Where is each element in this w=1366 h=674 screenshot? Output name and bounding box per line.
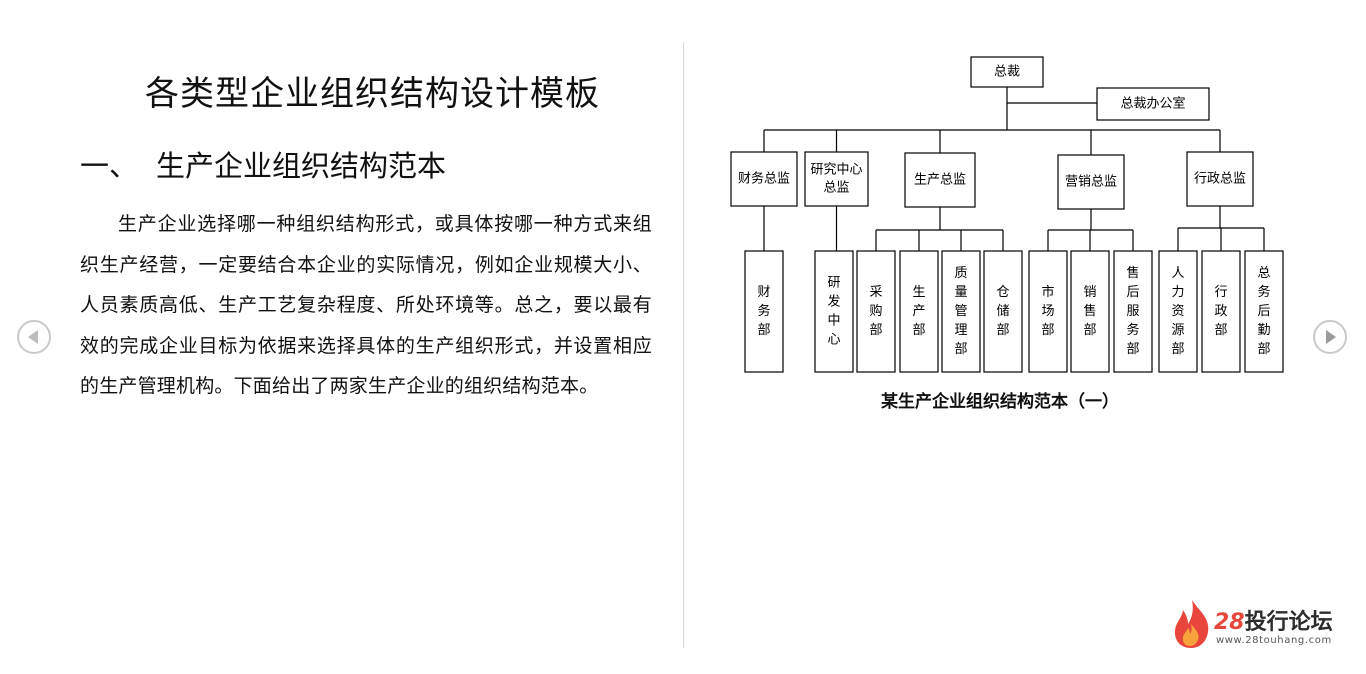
org-department-label: 部 xyxy=(1083,323,1096,338)
section-title: 生产企业组织结构范本 xyxy=(156,149,447,183)
org-department-label: 生 xyxy=(912,285,925,300)
org-director-box xyxy=(804,151,869,207)
page-divider xyxy=(683,42,684,648)
org-department-label: 产 xyxy=(912,304,925,319)
org-director-label: 财务总监 xyxy=(738,171,790,187)
org-department-label: 售 xyxy=(1083,303,1096,319)
org-office-label: 总裁办公室 xyxy=(1120,96,1185,112)
org-department-box xyxy=(899,250,939,373)
next-page-button[interactable] xyxy=(1313,320,1347,354)
org-department-label: 仓 xyxy=(996,285,1009,300)
org-director-label: 生产总监 xyxy=(914,173,966,188)
prev-page-button[interactable] xyxy=(17,320,51,354)
org-department-label: 场 xyxy=(1041,304,1054,319)
org-department-label: 购 xyxy=(869,303,882,319)
org-root-label: 总裁 xyxy=(994,64,1020,80)
org-department-label: 资 xyxy=(1171,304,1184,319)
document-title: 各类型企业组织结构设计模板 xyxy=(145,74,600,114)
org-department-label: 部 xyxy=(996,323,1009,338)
org-department-box xyxy=(856,250,896,373)
org-department-label: 售 xyxy=(1126,265,1139,281)
org-director-label: 营销总监 xyxy=(1065,175,1117,190)
org-department-label: 后 xyxy=(1257,304,1270,319)
document-page: 各类型企业组织结构设计模板 一、生产企业组织结构范本 生产企业选择哪一种组织结构… xyxy=(80,74,652,397)
org-department-label: 人 xyxy=(1171,266,1184,281)
org-department-label: 部 xyxy=(1041,323,1054,338)
org-department-label: 采 xyxy=(869,285,882,300)
org-department-label: 质 xyxy=(954,266,967,281)
chevron-right-icon xyxy=(1326,330,1336,344)
org-director-box xyxy=(904,152,976,208)
org-department-label: 政 xyxy=(1214,304,1227,319)
body-paragraph: 生产企业选择哪一种组织结构形式，或具体按哪一种方式来组织生产经营，一定要结合本企… xyxy=(80,213,652,397)
org-department-label: 务 xyxy=(1257,284,1270,300)
org-office-box xyxy=(1096,87,1210,121)
org-department-label: 中 xyxy=(827,314,840,329)
org-department-label: 研 xyxy=(827,276,840,291)
org-department-label: 部 xyxy=(757,323,770,338)
org-department-box xyxy=(814,250,854,373)
org-department-box xyxy=(744,250,784,373)
org-department-label: 销 xyxy=(1083,285,1096,300)
org-chart: 总裁总裁办公室财务总监研究中心总监生产总监营销总监行政总监财务部研发中心采购部生… xyxy=(730,56,1284,373)
org-department-label: 部 xyxy=(1171,342,1184,357)
flame-icon xyxy=(1174,600,1209,648)
org-department-label: 服 xyxy=(1126,304,1139,319)
org-department-label: 市 xyxy=(1041,284,1054,300)
org-department-label: 总 xyxy=(1257,266,1270,281)
org-department-box xyxy=(1201,250,1241,373)
org-director-box xyxy=(1186,151,1254,207)
org-department-box xyxy=(1158,250,1198,373)
org-department-box xyxy=(983,250,1023,373)
org-director-label: 总监 xyxy=(823,181,849,196)
org-department-label: 储 xyxy=(996,304,1009,319)
org-department-label: 力 xyxy=(1171,285,1184,300)
org-director-label: 研究中心 xyxy=(810,163,862,178)
watermark-url: www.28touhang.com xyxy=(1216,635,1332,646)
section-number: 一、 xyxy=(80,149,139,183)
org-department-label: 量 xyxy=(954,285,967,300)
org-department-box xyxy=(1028,250,1068,373)
watermark-brand: 28投行论坛 xyxy=(1214,610,1333,635)
org-department-label: 部 xyxy=(869,323,882,338)
org-department-box xyxy=(1070,250,1110,373)
org-department-label: 后 xyxy=(1126,285,1139,300)
org-department-label: 务 xyxy=(1126,322,1139,338)
org-director-box xyxy=(730,151,798,207)
section-heading: 一、生产企业组织结构范本 xyxy=(80,144,446,188)
org-department-label: 务 xyxy=(757,303,770,319)
org-department-box xyxy=(1244,250,1284,373)
org-department-label: 勤 xyxy=(1257,323,1270,338)
org-director-label: 行政总监 xyxy=(1194,172,1246,187)
org-department-label: 财 xyxy=(757,285,770,300)
org-department-label: 行 xyxy=(1214,285,1227,300)
org-department-label: 理 xyxy=(954,323,967,338)
org-department-label: 部 xyxy=(954,342,967,357)
watermark-logo: 28投行论坛 www.28touhang.com xyxy=(1170,598,1350,650)
org-director-box xyxy=(1057,154,1125,210)
org-department-label: 部 xyxy=(1214,323,1227,338)
chevron-left-icon xyxy=(28,330,38,344)
org-department-box xyxy=(1113,250,1153,373)
org-department-label: 部 xyxy=(912,323,925,338)
org-department-label: 发 xyxy=(827,294,840,310)
org-department-label: 管 xyxy=(954,304,967,319)
org-department-label: 部 xyxy=(1257,342,1270,357)
org-department-box xyxy=(941,250,981,373)
org-department-label: 部 xyxy=(1126,342,1139,357)
org-department-label: 心 xyxy=(827,333,840,348)
org-department-label: 源 xyxy=(1171,323,1184,338)
org-chart-caption: 某生产企业组织结构范本（一） xyxy=(881,392,1119,412)
org-root-box xyxy=(970,56,1044,88)
